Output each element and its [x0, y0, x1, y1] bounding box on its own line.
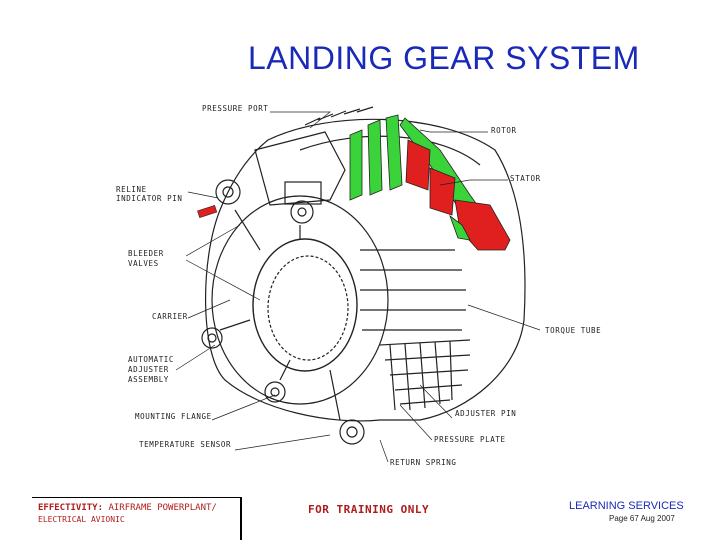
- housing-outline: [205, 118, 526, 422]
- boss: [264, 381, 286, 403]
- boss: [339, 419, 365, 445]
- boss-hole: [270, 387, 280, 397]
- page-number: Page 67 Aug 2007: [609, 514, 675, 523]
- leader-lines: [175, 111, 541, 463]
- effectivity-label: EFFECTIVITY:: [38, 503, 104, 513]
- boss: [215, 179, 241, 205]
- boss: [201, 327, 223, 349]
- label-pressure-plate: PRESSURE PLATE: [434, 435, 506, 444]
- label-carrier: CARRIER: [152, 312, 188, 321]
- label-adjuster-pin: ADJUSTER PIN: [455, 409, 516, 418]
- label-pressure-port: PRESSURE PORT: [202, 104, 269, 113]
- rotor-disc: [367, 119, 383, 196]
- boss-hole: [222, 186, 234, 198]
- torque-tube-slots: [360, 249, 466, 331]
- bleeder-fitting: [284, 181, 322, 205]
- carrier-bore: [267, 255, 349, 361]
- label-torque-tube: TORQUE TUBE: [545, 326, 601, 335]
- effectivity-line2: ELECTRICAL AVIONIC: [38, 515, 125, 524]
- stator-disc: [405, 139, 431, 191]
- boss-hole: [346, 426, 358, 438]
- spoke: [219, 209, 341, 421]
- label-valves: VALVES: [128, 259, 159, 268]
- label-reline: RELINE: [116, 185, 147, 194]
- brake-drawing: [201, 106, 526, 445]
- top-fins: [304, 106, 374, 126]
- label-assembly: ASSEMBLY: [128, 375, 169, 384]
- carrier-ring-inner: [252, 238, 358, 372]
- brake-assembly-diagram: PRESSURE PORT ROTOR STATOR RELINE INDICA…: [116, 104, 601, 467]
- label-indicator-pin: INDICATOR PIN: [116, 194, 183, 203]
- piston-housing: [254, 131, 346, 206]
- carrier-ring-outer: [211, 195, 389, 405]
- learning-services: LEARNING SERVICES: [569, 500, 684, 512]
- rotor-disc: [449, 214, 471, 241]
- label-rotor: ROTOR: [491, 126, 517, 135]
- label-adjuster: ADJUSTER: [128, 365, 169, 374]
- rotor-disc: [349, 129, 363, 201]
- rotor-disc: [385, 114, 403, 191]
- disc-stack: [349, 114, 511, 251]
- stator-disc: [454, 199, 511, 251]
- pressure-plate-ridges: [379, 339, 471, 405]
- label-stator: STATOR: [510, 174, 541, 183]
- effectivity-value: AIRFRAME POWERPLANT/: [108, 503, 217, 513]
- label-temperature-sensor: TEMPERATURE SENSOR: [139, 440, 231, 449]
- label-bleeder: BLEEDER: [128, 249, 164, 258]
- boss: [290, 200, 314, 224]
- label-return-spring: RETURN SPRING: [390, 458, 457, 467]
- page-title: LANDING GEAR SYSTEM: [248, 40, 640, 76]
- effectivity-box: [32, 497, 242, 540]
- reline-indicator-pin: [197, 204, 218, 218]
- stator-disc: [429, 167, 456, 216]
- boss-hole: [297, 207, 307, 217]
- label-mounting-flange: MOUNTING FLANGE: [135, 412, 212, 421]
- adjuster-ridges: [389, 340, 453, 411]
- boss-hole: [207, 333, 217, 343]
- label-automatic: AUTOMATIC: [128, 355, 174, 364]
- training-notice: FOR TRAINING ONLY: [308, 503, 430, 516]
- effectivity-line: EFFECTIVITY: AIRFRAME POWERPLANT/: [38, 503, 217, 513]
